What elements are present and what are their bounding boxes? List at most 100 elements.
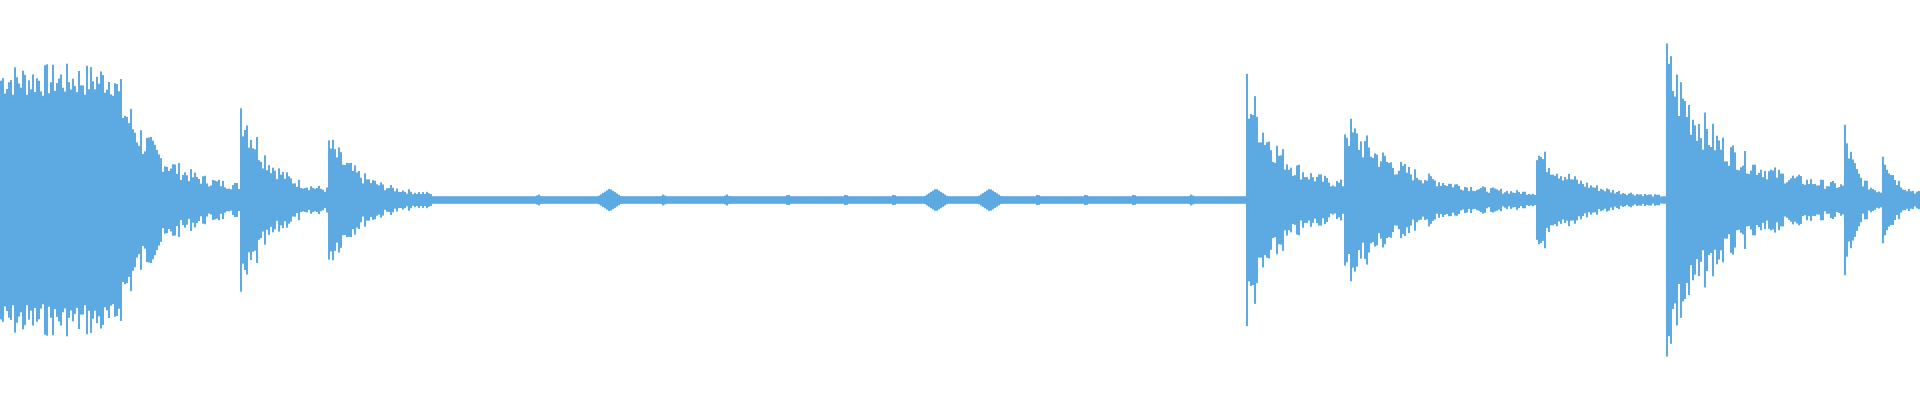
waveform-bar [412,194,414,206]
waveform-bar [1410,174,1412,226]
waveform-bar [576,196,578,204]
waveform-bar [324,191,326,209]
waveform-bar [1468,191,1470,209]
waveform-bar [672,196,674,204]
waveform-bar [234,182,236,218]
waveform-bar [1630,192,1632,208]
waveform-bar [180,179,182,221]
waveform-bar [464,196,466,204]
waveform-bar [1454,184,1456,216]
waveform-bar [1090,196,1092,204]
waveform-bar [1804,184,1806,216]
waveform-bar [1278,155,1280,245]
waveform-bar [132,129,134,271]
waveform-bar [1542,159,1544,241]
waveform-bar [1726,161,1728,239]
waveform-bar [1872,189,1874,211]
waveform-bar [1710,147,1712,253]
waveform-bar [1168,196,1170,204]
waveform-bar [142,153,144,247]
waveform-bar [718,196,720,204]
waveform-bar [276,179,278,221]
waveform-bar [1840,184,1842,216]
waveform-bar [370,183,372,217]
waveform-bar [326,187,328,213]
waveform-bar [1194,196,1196,204]
waveform-bar [806,196,808,204]
waveform-bar [548,196,550,204]
waveform-bar [398,191,400,209]
waveform-bar [328,140,330,260]
waveform-bar [954,196,956,204]
waveform-bar [800,196,802,204]
waveform-bar [998,194,1000,206]
waveform-bar [200,183,202,217]
waveform-bar [1310,173,1312,227]
waveform-bar [1810,179,1812,221]
waveform-bar [1016,196,1018,204]
waveform-bar [1656,194,1658,206]
waveform-bar [962,196,964,204]
waveform-bar [960,196,962,204]
waveform-bar [1556,173,1558,227]
waveform-bar [534,196,536,204]
waveform-bar [1702,149,1704,251]
waveform-bar [1164,196,1166,204]
waveform-bar [904,196,906,204]
waveform-bar [894,195,896,205]
waveform-bar [446,196,448,204]
waveform-bar [1450,183,1452,217]
waveform-bar [1672,91,1674,309]
waveform-bar [968,196,970,204]
waveform-bar [1768,171,1770,229]
waveform-bar [1176,196,1178,204]
waveform-bar [1126,196,1128,204]
waveform-bar [1030,196,1032,204]
waveform-bar [454,196,456,204]
waveform-bar [1358,149,1360,251]
waveform-bar [878,196,880,204]
waveform-bar [28,80,30,320]
waveform-bar [1680,82,1682,318]
waveform-bar [694,196,696,204]
waveform-bar [926,194,928,206]
waveform-bar [1648,194,1650,206]
waveform-bar [70,89,72,311]
waveform-bar [888,196,890,204]
waveform-bar [1062,196,1064,204]
waveform-bar [1622,193,1624,207]
waveform-bar [702,196,704,204]
waveform-bar [1908,188,1910,212]
waveform-bar [152,140,154,260]
waveform-bar [302,188,304,212]
waveform-bar [270,173,272,227]
waveform-bar [1282,149,1284,251]
waveform-bar [372,180,374,220]
waveform-bar [1362,157,1364,243]
waveform-bar [1292,175,1294,225]
waveform-bar [82,85,84,315]
waveform-bar [490,196,492,204]
waveform-bar [100,71,102,329]
waveform-bar [1498,190,1500,210]
waveform-bar [16,77,18,323]
waveform-bar [1096,196,1098,204]
waveform-bar [714,196,716,204]
waveform-bar [1290,167,1292,233]
waveform-bar [348,163,350,237]
waveform-bar [530,196,532,204]
waveform-bar [1752,164,1754,236]
waveform-bar [438,196,440,204]
waveform-bar [918,196,920,204]
waveform-bar [220,186,222,214]
waveform-bar [1478,189,1480,211]
waveform-bar [320,188,322,212]
waveform-bar [1846,143,1848,257]
waveform-bar [308,190,310,210]
waveform-bar [1572,179,1574,221]
waveform-bar [1366,135,1368,265]
waveform-bar [1152,196,1154,204]
waveform-bar [1356,133,1358,267]
